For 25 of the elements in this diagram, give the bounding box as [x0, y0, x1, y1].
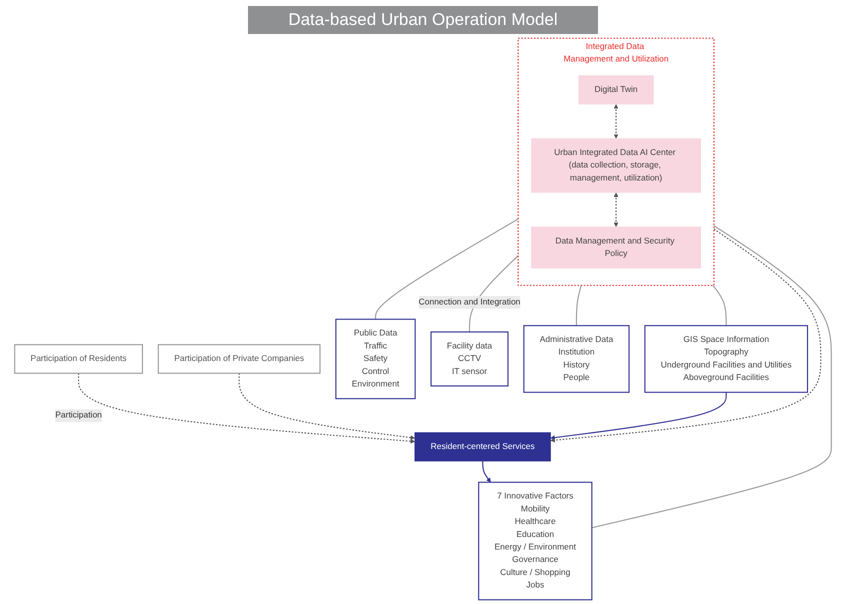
node-box: Data Management and Security Policy — [531, 226, 701, 268]
title-banner: Data-based Urban Operation Model — [248, 6, 598, 34]
connector — [576, 285, 582, 326]
connector — [592, 225, 832, 528]
connector — [374, 218, 518, 320]
node-box: Public Data Traffic Safety Control Environment — [335, 318, 416, 400]
node-box: GIS Space Information Topography Underground Facilities and Utilities Aboveground Facilities — [644, 325, 808, 393]
node-box: Urban Integrated Data AI Center (data collection, storage, management, utilization) — [531, 138, 701, 193]
node-box: Participation of Private Companies — [158, 344, 321, 374]
node-box: Digital Twin — [578, 75, 654, 104]
arrow — [614, 104, 618, 139]
node-box: Administrative Data Institution History People — [523, 325, 630, 393]
arrow — [614, 192, 618, 228]
node-box: Facility data CCTV IT sensor — [430, 331, 508, 386]
connector — [712, 285, 727, 326]
edge-label: Participation — [55, 410, 102, 420]
arrow — [482, 461, 491, 482]
arrow — [238, 373, 415, 440]
node-box: 7 Innovative Factors Mobility Healthcare Education Energy / Environment Governance Culture / Shopping Jobs — [478, 482, 592, 600]
node-box: Resident-centered Services — [414, 432, 551, 462]
edge-label: Connection and Integration — [418, 298, 520, 307]
arrow — [78, 373, 415, 444]
arrow — [550, 228, 822, 442]
node-box: Participation of Residents — [14, 344, 143, 374]
arrow — [550, 392, 727, 440]
